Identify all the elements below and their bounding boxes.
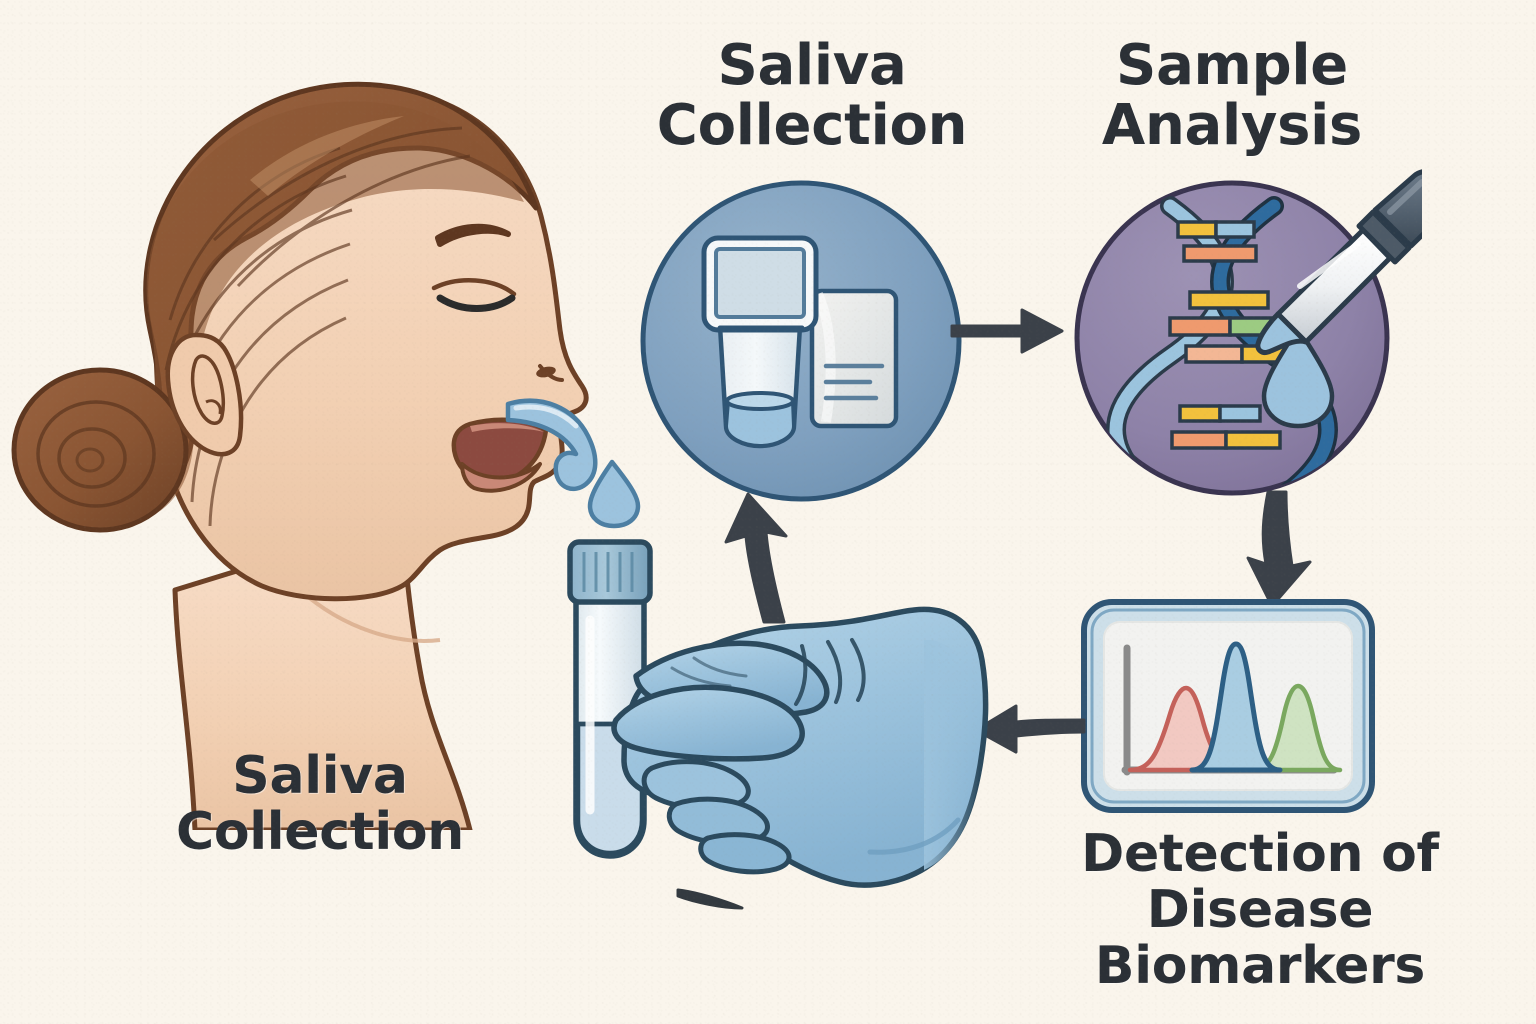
peak-green: [1249, 683, 1343, 773]
dna-rungs-bottom: [1170, 404, 1282, 450]
woman-profile-spitting-icon: [11, 81, 589, 830]
peak-blue: [1189, 641, 1283, 773]
caption-saliva-collection-left: Saliva Collection: [175, 746, 465, 863]
collection-kit-circle: [640, 180, 962, 502]
ear-shape: [165, 332, 244, 457]
sample-analysis-circle: [1074, 169, 1422, 496]
chart-peaks: [1127, 641, 1343, 773]
hair-bun: [11, 367, 189, 533]
arrow-analysis-to-chart: [1246, 490, 1312, 608]
caption-saliva-collection-top: Saliva Collection: [656, 33, 968, 159]
arrow-hand-to-kit: [724, 492, 788, 624]
biomarker-chart-panel: [1081, 599, 1375, 813]
test-card-icon: [809, 288, 899, 429]
arrow-kit-to-analysis: [950, 308, 1064, 354]
dna-rungs-middle: [1168, 290, 1300, 364]
neck-shape: [172, 555, 473, 830]
pipette-droplet-icon: [1261, 325, 1335, 429]
stray-dash-mark: [676, 888, 744, 910]
saliva-droplet-icon: [587, 459, 641, 529]
closed-eye-shape: [431, 278, 517, 312]
panel-inner-bezel: [1090, 608, 1366, 804]
saliva-stream-icon: [505, 398, 641, 529]
pipette-icon: [1255, 169, 1422, 355]
gloved-hand-holding-test-tube-icon: [567, 539, 989, 888]
collection-cup-icon: [701, 235, 819, 449]
nitrile-glove-hand: [611, 606, 989, 888]
arrow-chart-to-hand: [974, 704, 1086, 754]
dna-rungs-top: [1176, 220, 1258, 263]
caption-sample-analysis: Sample Analysis: [1101, 33, 1363, 159]
eyebrow-shape: [435, 223, 511, 247]
caption-detection-of-disease-biomarkers: Detection of Disease Biomarkers: [1081, 824, 1439, 997]
